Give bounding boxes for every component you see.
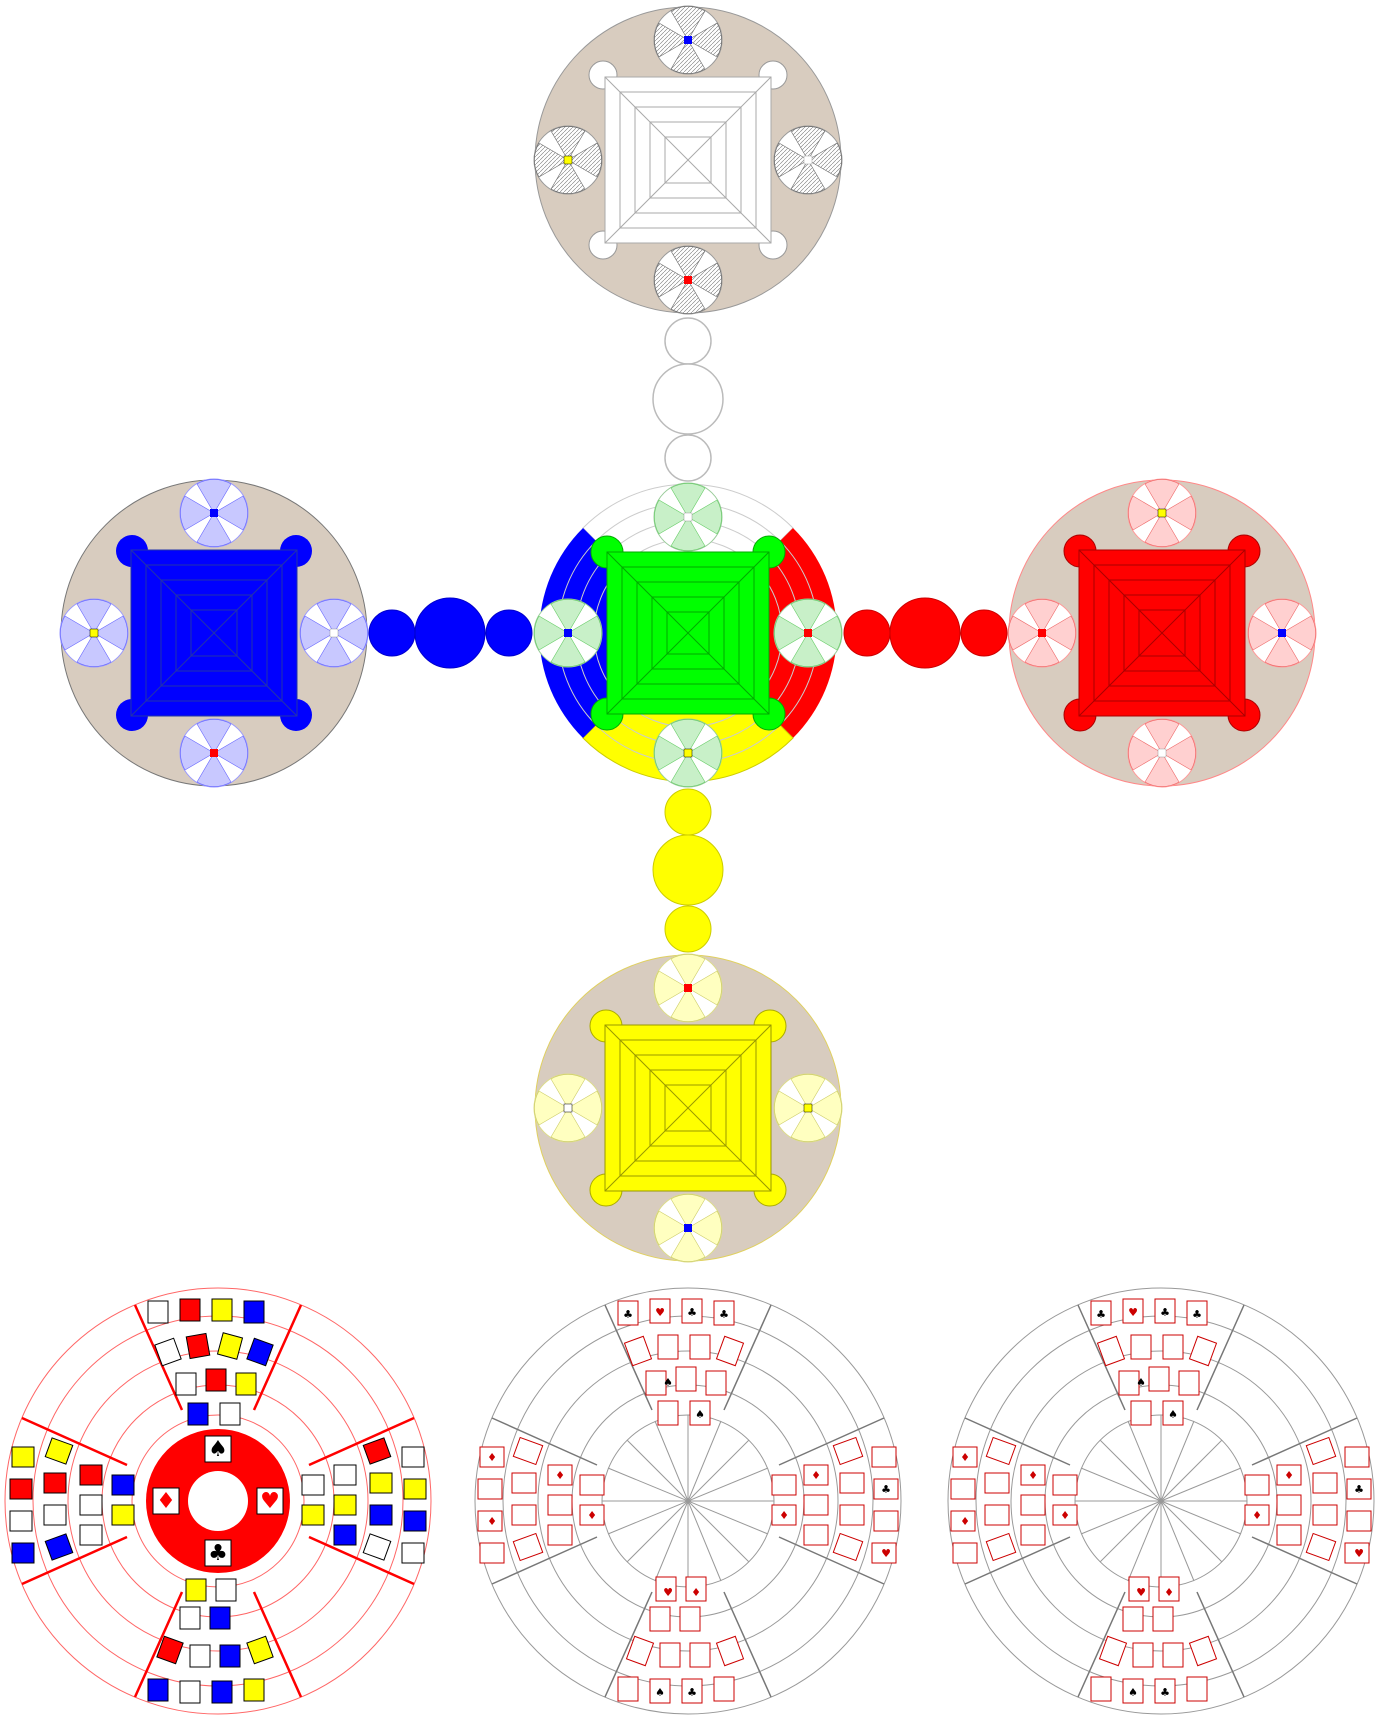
svg-text:♦: ♦ xyxy=(1060,1509,1070,1522)
blue-path-spaces[interactable] xyxy=(369,598,532,668)
playing-card-wheel-middle: ♣ ♥ ♣ ♣ ♠ ♠ ♥ ♦ ♠ ♣ ♦ ♦ ♦ ♦ ♦ ♦ ♣ ♥ xyxy=(475,1288,901,1714)
svg-text:♠: ♠ xyxy=(663,1376,673,1389)
svg-text:♠: ♠ xyxy=(655,1686,665,1699)
svg-text:♦: ♦ xyxy=(487,1515,497,1528)
svg-text:♣: ♣ xyxy=(1354,1483,1364,1496)
svg-text:♦: ♦ xyxy=(1252,1509,1262,1522)
svg-text:♦: ♦ xyxy=(555,1469,565,1482)
white-pyramid[interactable] xyxy=(605,77,771,243)
svg-text:♦: ♦ xyxy=(1164,1586,1174,1599)
svg-text:♥: ♥ xyxy=(881,1547,891,1560)
spinner-right xyxy=(774,126,842,194)
yellow-player-board xyxy=(534,954,842,1262)
suit-ring-hole xyxy=(188,1471,248,1531)
svg-text:♣: ♣ xyxy=(881,1483,891,1496)
red-path-spaces[interactable] xyxy=(844,598,1007,668)
spinner-left xyxy=(534,126,602,194)
svg-text:♣: ♣ xyxy=(623,1308,633,1321)
suit-card-wheel: ♠ ♣ ♦ ♥ xyxy=(5,1288,431,1714)
diamond-icon: ♦ xyxy=(156,1489,176,1514)
playing-card-wheel-right: ♣ ♥ ♣ ♣ ♠ ♠ ♥ ♦ ♠ ♣ ♦ ♦ ♦ ♦ ♦ ♦ ♣ ♥ xyxy=(948,1288,1374,1714)
svg-text:♦: ♦ xyxy=(811,1469,821,1482)
svg-text:♣: ♣ xyxy=(1160,1306,1170,1319)
red-pyramid[interactable] xyxy=(1079,550,1245,716)
central-hub xyxy=(534,483,842,787)
svg-text:♠: ♠ xyxy=(1128,1686,1138,1699)
svg-text:♦: ♦ xyxy=(960,1451,970,1464)
white-path-spaces[interactable] xyxy=(653,318,723,481)
svg-text:♦: ♦ xyxy=(487,1451,497,1464)
white-player-board xyxy=(534,6,842,314)
green-pyramid[interactable] xyxy=(607,552,769,714)
svg-text:♣: ♣ xyxy=(719,1308,729,1321)
blue-pyramid[interactable] xyxy=(131,550,297,716)
svg-text:♣: ♣ xyxy=(1192,1308,1202,1321)
svg-text:♥: ♥ xyxy=(655,1306,665,1319)
svg-text:♠: ♠ xyxy=(1136,1376,1146,1389)
svg-text:♠: ♠ xyxy=(1168,1408,1178,1421)
spinner-bottom xyxy=(654,246,722,314)
svg-text:♣: ♣ xyxy=(687,1686,697,1699)
svg-text:♦: ♦ xyxy=(779,1509,789,1522)
heart-icon: ♥ xyxy=(260,1489,280,1514)
yellow-pyramid[interactable] xyxy=(605,1025,771,1191)
red-player-board xyxy=(1008,479,1316,787)
yellow-path-spaces[interactable] xyxy=(653,789,723,952)
svg-text:♣: ♣ xyxy=(1160,1686,1170,1699)
svg-text:♦: ♦ xyxy=(691,1586,701,1599)
spinner-top xyxy=(654,6,722,74)
svg-text:♦: ♦ xyxy=(587,1509,597,1522)
svg-text:♥: ♥ xyxy=(1136,1586,1146,1599)
svg-text:♦: ♦ xyxy=(960,1515,970,1528)
svg-text:♦: ♦ xyxy=(1028,1469,1038,1482)
svg-text:♠: ♠ xyxy=(695,1408,705,1421)
svg-text:♥: ♥ xyxy=(1354,1547,1364,1560)
svg-text:♥: ♥ xyxy=(1128,1306,1138,1319)
club-icon: ♣ xyxy=(208,1541,228,1566)
blue-player-board xyxy=(60,479,368,787)
svg-text:♣: ♣ xyxy=(687,1306,697,1319)
spade-icon: ♠ xyxy=(208,1437,228,1462)
svg-text:♦: ♦ xyxy=(1284,1469,1294,1482)
svg-text:♣: ♣ xyxy=(1096,1308,1106,1321)
svg-text:♥: ♥ xyxy=(663,1586,673,1599)
